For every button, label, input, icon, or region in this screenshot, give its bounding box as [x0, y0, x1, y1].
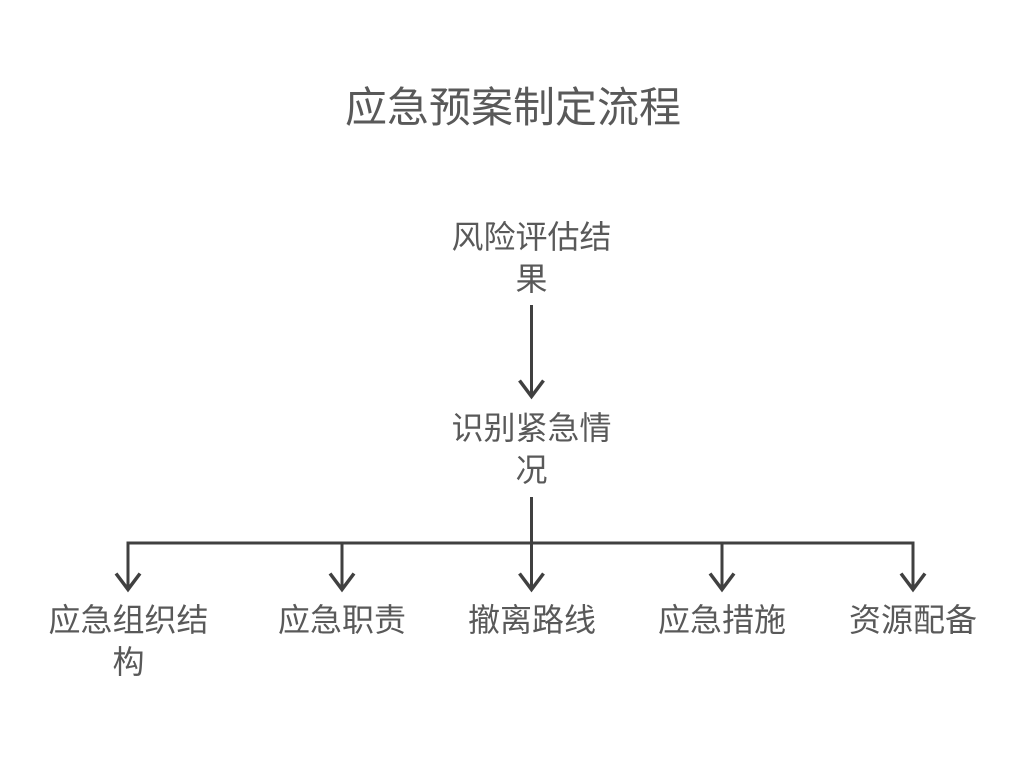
node-emergency-org-structure: 应急组织结构: [48, 601, 209, 681]
arrow-down-icon: [518, 543, 545, 593]
arrow-down-icon: [114, 541, 142, 593]
arrow-root-to-decision-head: [518, 379, 545, 400]
arrow-down-icon: [328, 543, 356, 593]
node-resource-allocation: 资源配备: [848, 601, 978, 639]
branch-drop-4-head: [708, 572, 736, 593]
node-risk-assessment-result: 风险评估结果: [451, 218, 612, 298]
arrow-down-icon: [518, 305, 545, 400]
branch-drop-1-head: [114, 572, 142, 593]
arrow-down-icon: [899, 541, 927, 593]
branch-drop-5-head: [899, 572, 927, 593]
node-identify-emergency: 识别紧急情况: [451, 409, 612, 489]
branch-drop-2-head: [328, 572, 356, 593]
diagram-title: 应急预案制定流程: [344, 83, 682, 132]
branch-drop-3-head: [518, 572, 545, 593]
arrow-down-icon: [708, 543, 736, 593]
node-evacuation-route: 撤离路线: [467, 601, 597, 639]
node-emergency-measures: 应急措施: [657, 601, 787, 639]
node-emergency-duties: 应急职责: [277, 601, 407, 639]
